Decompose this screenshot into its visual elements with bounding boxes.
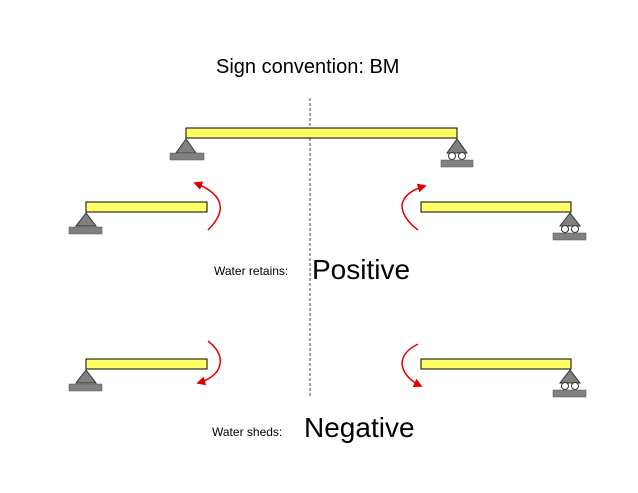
- moment-arrow-icon: [401, 183, 427, 231]
- positive-caption: Water retains:: [214, 264, 289, 278]
- beam: [420, 201, 572, 213]
- moment-arrow-icon: [196, 340, 221, 386]
- beam: [85, 358, 208, 370]
- beam: [420, 358, 572, 370]
- beam: [85, 201, 208, 213]
- diagram-title: Sign convention: BM: [216, 56, 400, 78]
- negative-right-segment: [401, 343, 587, 398]
- roller-support-icon: [552, 212, 587, 241]
- pin-support-icon: [169, 138, 205, 161]
- pin-support-icon: [68, 212, 103, 235]
- positive-left-segment: [68, 181, 221, 235]
- simply-supported-beam: [169, 127, 474, 168]
- roller-support-icon: [552, 369, 587, 398]
- negative-left-segment: [68, 340, 221, 392]
- negative-caption: Water sheds:: [212, 425, 283, 439]
- positive-sign-label: Positive: [312, 254, 411, 285]
- roller-support-icon: [440, 138, 474, 168]
- moment-arrow-icon: [401, 343, 423, 388]
- positive-right-segment: [401, 183, 587, 241]
- beam: [185, 127, 458, 139]
- moment-arrow-icon: [193, 181, 221, 231]
- pin-support-icon: [68, 369, 103, 392]
- negative-sign-label: Negative: [304, 412, 415, 443]
